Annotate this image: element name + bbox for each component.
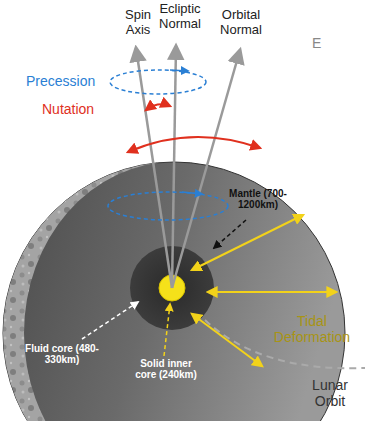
nutation-wide-arc [128, 137, 260, 152]
tidal-arrow [192, 215, 303, 270]
inner-core-leader [164, 304, 170, 356]
fluid-core-leader [82, 302, 138, 339]
tidal-arrow [208, 291, 336, 293]
axis-label: Orbital Normal [212, 8, 270, 37]
inner-precession-ellipse [108, 192, 228, 220]
mantle-leader [214, 220, 246, 248]
axis-label: Ecliptic Normal [152, 2, 208, 31]
precession-ellipse [110, 70, 206, 94]
layer-label: Fluid core (480-330km) [22, 343, 102, 365]
precession-arrow [170, 70, 188, 71]
nutation-arc [146, 104, 170, 110]
inner-precession-arrow [182, 192, 202, 194]
ecliptic-normal-line [172, 46, 176, 288]
tidal-arrow [192, 314, 262, 366]
layer-label: Solid inner core (240km) [134, 358, 198, 380]
cut-off-label: E [312, 36, 332, 52]
layer-label: Mantle (700-1200km) [218, 188, 298, 210]
effect-label: Tidal Deformation [268, 314, 356, 345]
axis-label: Spin Axis [116, 8, 160, 37]
spin-axis-line [136, 48, 172, 288]
motion-label: Nutation [42, 102, 112, 118]
orbit-label: Lunar Orbit [302, 378, 358, 409]
motion-label: Precession [26, 74, 108, 90]
